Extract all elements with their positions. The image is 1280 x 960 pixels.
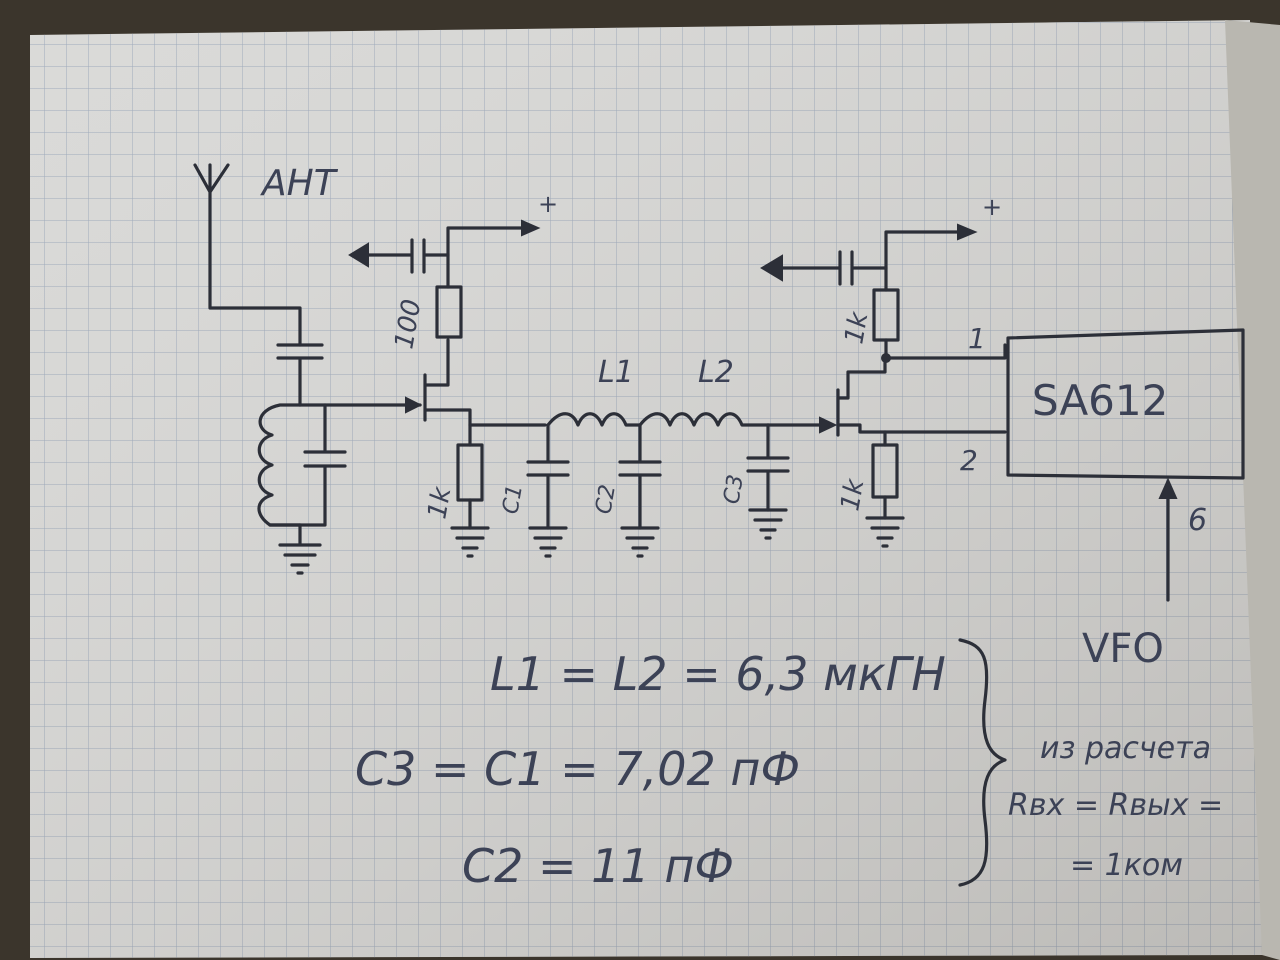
- right-drain-resistor: [872, 230, 1007, 363]
- capacitor-c1: [526, 423, 570, 558]
- ic-label: SA612: [1032, 376, 1168, 425]
- inductor-l2: [638, 412, 770, 427]
- left-drain-resistor: [435, 226, 532, 339]
- antenna-label: АНТ: [260, 163, 339, 204]
- ic-sa612: [1006, 328, 1245, 480]
- label-l2: L2: [698, 355, 734, 390]
- antenna-symbol: [193, 163, 302, 347]
- supply-plus-left: +: [538, 190, 558, 218]
- pin2-label: 2: [960, 444, 978, 477]
- right-decoupling-capacitor: [760, 250, 888, 286]
- input-coupling-capacitor: [276, 343, 324, 407]
- label-c2: C2: [591, 483, 621, 516]
- inductor-l1: [546, 412, 642, 427]
- capacitor-c2: [618, 423, 662, 558]
- note-inductance: L1 = L2 = 6,3 мкГН: [490, 647, 946, 701]
- note-c1-c3: C3 = C1 = 7,02 пФ: [355, 742, 800, 796]
- label-c3: C3: [719, 473, 749, 506]
- supply-plus-right: +: [982, 193, 1002, 221]
- label-1k-drain-right: 1k: [839, 309, 874, 346]
- side-note-line3: = 1ком: [1070, 848, 1183, 883]
- paper: [30, 20, 1280, 960]
- right-transistor: [836, 353, 887, 437]
- left-transistor: [423, 338, 547, 427]
- notes-brace: [958, 638, 1007, 887]
- label-c1: C1: [498, 483, 528, 516]
- supply-arrow-right: [957, 223, 978, 241]
- side-note-line1: из расчета: [1040, 731, 1211, 766]
- side-note-line2: Rвх = Rвых =: [1008, 788, 1223, 823]
- label-1k-left: 1k: [422, 484, 457, 521]
- pin1-label: 1: [968, 322, 986, 355]
- vfo-label: VFO: [1082, 626, 1164, 672]
- note-c2: C2 = 11 пФ: [462, 839, 734, 893]
- left-decoupling-capacitor: [348, 238, 450, 274]
- label-l1: L1: [598, 355, 634, 390]
- right-source-resistor: [865, 430, 1007, 548]
- supply-arrow-left: [521, 219, 541, 237]
- gate-arrow-right: [819, 416, 838, 434]
- gate-arrow-left: [405, 396, 423, 414]
- capacitor-c3: [746, 423, 790, 540]
- input-tank-inductor: [257, 403, 302, 527]
- input-tank-ground: [278, 523, 322, 575]
- pin6-label: 6: [1188, 503, 1207, 538]
- vfo-arrow: [1158, 477, 1178, 602]
- label-1k-source-right: 1k: [835, 476, 870, 513]
- left-source-resistor: [450, 423, 490, 558]
